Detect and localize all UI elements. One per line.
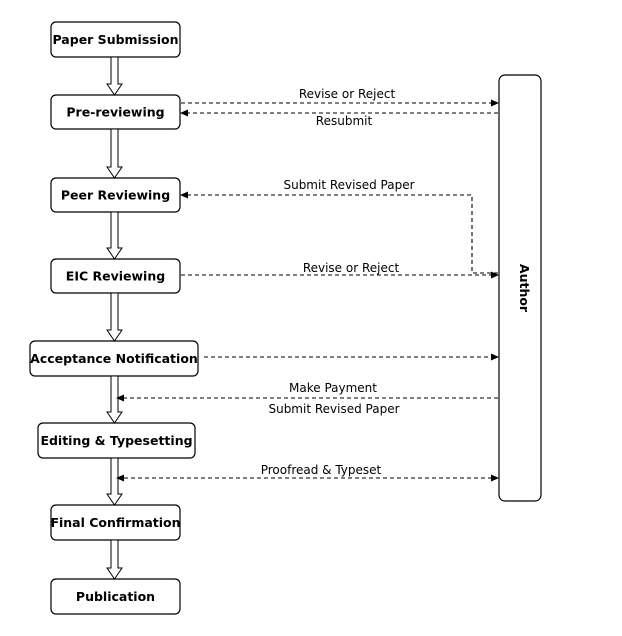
edge-label: Revise or Reject	[303, 261, 400, 275]
edge-revise-or-reject-2: Revise or Reject	[181, 261, 499, 279]
step-label: Paper Submission	[52, 32, 178, 47]
step-pre-reviewing: Pre-reviewing	[50, 94, 181, 130]
flow-arrow	[106, 539, 123, 580]
step-acceptance-notification: Acceptance Notification	[29, 340, 199, 377]
step-label: EIC Reviewing	[66, 269, 165, 284]
step-publication: Publication	[50, 578, 181, 615]
step-label: Publication	[76, 589, 155, 604]
edge-acceptance-to-author	[204, 353, 499, 361]
edge-label: Submit Revised Paper	[268, 402, 399, 416]
edge-proofread-typeset: Proofread & Typeset	[116, 463, 499, 482]
edge-label: Proofread & Typeset	[261, 463, 382, 477]
flow-arrow	[106, 457, 123, 506]
flow-arrow	[106, 128, 123, 179]
author-label: Author	[517, 264, 532, 313]
edge-submit-revised-paper-1: Submit Revised Paper	[180, 178, 498, 274]
flow-arrow	[106, 375, 123, 424]
flow-arrow	[106, 292, 123, 342]
edge-revise-or-reject-1: Revise or Reject	[181, 87, 499, 107]
step-label: Final Confirmation	[50, 515, 180, 530]
step-final-confirmation: Final Confirmation	[50, 504, 181, 541]
step-label: Pre-reviewing	[66, 105, 164, 120]
step-label: Editing & Typesetting	[40, 433, 192, 448]
edge-label: Resubmit	[316, 114, 373, 128]
step-peer-reviewing: Peer Reviewing	[50, 177, 181, 213]
edge-resubmit: Resubmit	[180, 109, 498, 128]
author-box: Author	[498, 74, 542, 502]
step-editing-typesetting: Editing & Typesetting	[37, 422, 196, 459]
edge-label: Submit Revised Paper	[283, 178, 414, 192]
step-label: Acceptance Notification	[30, 351, 198, 366]
edge-label: Revise or Reject	[299, 87, 396, 101]
step-paper-submission: Paper Submission	[50, 21, 181, 58]
flow-arrow	[106, 211, 123, 260]
step-eic-reviewing: EIC Reviewing	[50, 258, 181, 294]
edge-payment-revised-paper: Make Payment Submit Revised Paper	[116, 381, 498, 416]
edge-label: Make Payment	[289, 381, 377, 395]
step-label: Peer Reviewing	[61, 188, 170, 203]
flow-arrow	[106, 56, 123, 96]
